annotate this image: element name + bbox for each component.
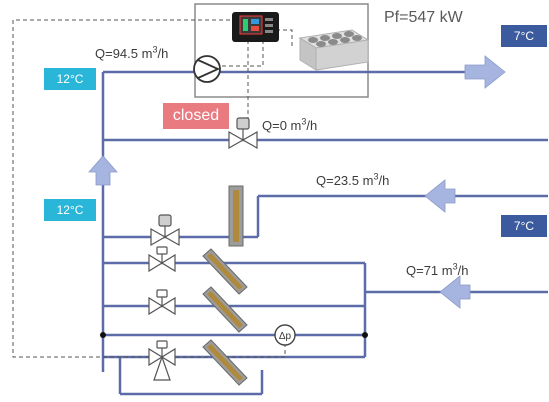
junction-dot-right	[362, 332, 368, 338]
temp-supply-top-badge: 7°C	[501, 25, 547, 47]
terminal-unit-diagonal-2-icon	[202, 286, 248, 333]
branch-valve-1-icon	[150, 214, 180, 247]
flow-main-label: Q=94.5 m3/h	[95, 44, 169, 61]
temp-supply-bottom-badge: 7°C	[501, 215, 547, 237]
bypass-valve-icon	[228, 117, 258, 150]
flow-arrows	[88, 55, 506, 309]
terminal-unit-diagonal-3-icon	[202, 339, 248, 386]
junction-dot-left	[100, 332, 106, 338]
branch-valve-2-icon	[148, 246, 176, 273]
arrow-riser-up	[88, 155, 118, 186]
flow-lower-label: Q=71 m3/h	[406, 261, 469, 278]
flow-bypass-label: Q=0 m3/h	[262, 116, 318, 133]
terminal-unit-vertical-icon	[228, 185, 244, 247]
temp-return-top-badge: 12°C	[44, 68, 96, 90]
pipe-network	[101, 70, 548, 396]
arrow-supply-out	[464, 55, 506, 89]
differential-pressure-sensor-icon	[274, 324, 296, 346]
three-way-valve-icon	[148, 340, 176, 381]
arrow-middle-return	[424, 179, 456, 213]
temp-return-bottom-badge: 12°C	[44, 199, 96, 221]
terminal-unit-diagonal-1-icon	[202, 248, 248, 295]
differential-pressure-symbol: Δp	[279, 331, 292, 342]
valve-status-badge: closed	[163, 103, 229, 129]
flow-middle-label: Q=23.5 m3/h	[316, 171, 390, 188]
arrow-lower-return	[439, 275, 471, 309]
control-signal-lines	[12, 19, 293, 358]
pump-icon	[193, 55, 221, 83]
plant-power-label: Pf=547 kW	[384, 9, 463, 26]
chiller-unit-icon	[298, 29, 370, 71]
branch-valve-3-icon	[148, 289, 176, 316]
